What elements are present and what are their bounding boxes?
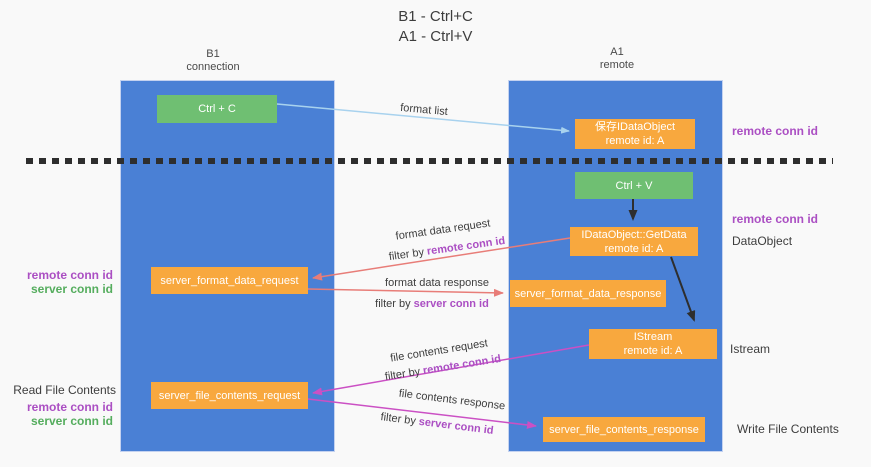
filter-by-text: filter by (375, 298, 411, 310)
diagram-title: B1 - Ctrl+C A1 - Ctrl+V (0, 7, 871, 47)
node-ctrl-c: Ctrl + C (157, 95, 277, 123)
left-label-server-conn-id-2: server conn id (30, 414, 113, 428)
lane-a1-name: A1 (610, 46, 624, 58)
node-idataobject-getdata: IDataObject::GetData remote id: A (570, 227, 698, 256)
left-label-remote-conn-id: remote conn id (26, 268, 113, 282)
node-ctrl-v-label: Ctrl + V (615, 179, 653, 192)
arrow-format-data-request (312, 237, 571, 281)
arrow-getdata-to-istream (670, 256, 696, 322)
left-label-read-file-contents: Read File Contents (13, 383, 116, 397)
right-label-istream: Istream (730, 342, 771, 356)
left-label-server-conn-id: server conn id (30, 282, 113, 296)
node-istream-line1: IStream (633, 331, 673, 343)
right-label-remote-conn-id-mid: remote conn id (732, 212, 819, 226)
arrow-file-contents-request (312, 344, 590, 396)
lane-header-a1: A1 remote (557, 46, 677, 72)
node-server-format-data-response: server_format_data_response (510, 280, 666, 307)
node-istream: IStream remote id: A (589, 329, 717, 359)
node-ctrl-v: Ctrl + V (575, 172, 693, 199)
title-line-2: A1 - Ctrl+V (398, 28, 473, 45)
arrow-format-data-response (307, 288, 504, 297)
arrow-format-list (276, 103, 570, 134)
lane-b1-name: B1 (206, 48, 220, 60)
filter-server-conn-id: server conn id (413, 298, 489, 310)
node-file-response-label: server_file_contents_response (549, 423, 699, 436)
title-line-1: B1 - Ctrl+C (398, 8, 473, 25)
right-label-dataobject: DataObject (732, 234, 793, 248)
node-istream-line2: remote id: A (623, 345, 683, 357)
label-format-data-response: format data response (385, 277, 489, 289)
right-label-write-file-contents: Write File Contents (737, 422, 839, 436)
node-server-file-contents-request: server_file_contents_request (151, 382, 308, 409)
arrow-file-contents-response (307, 398, 537, 429)
lane-header-b1: B1 connection (153, 48, 273, 74)
node-server-format-data-request: server_format_data_request (151, 267, 308, 294)
node-format-request-label: server_format_data_request (160, 274, 299, 287)
left-label-remote-conn-id-2: remote conn id (26, 400, 113, 414)
node-save-idataobject: 保存IDataObject remote id: A (575, 119, 695, 149)
session-divider-dashed-line (26, 158, 833, 164)
lane-a1-role: remote (599, 59, 635, 71)
node-server-file-contents-response: server_file_contents_response (543, 417, 705, 442)
node-getdata-line1: IDataObject::GetData (581, 228, 687, 241)
node-ctrl-c-label: Ctrl + C (198, 103, 236, 115)
node-file-request-label: server_file_contents_request (158, 389, 301, 402)
node-format-response-label: server_format_data_response (514, 287, 662, 300)
node-save-idataobject-line1: 保存IDataObject (594, 121, 676, 133)
node-save-idataobject-line2: remote id: A (605, 135, 665, 147)
lane-b1-role: connection (186, 61, 240, 73)
node-getdata-line2: remote id: A (604, 242, 664, 255)
right-label-remote-conn-id-top: remote conn id (732, 124, 819, 138)
